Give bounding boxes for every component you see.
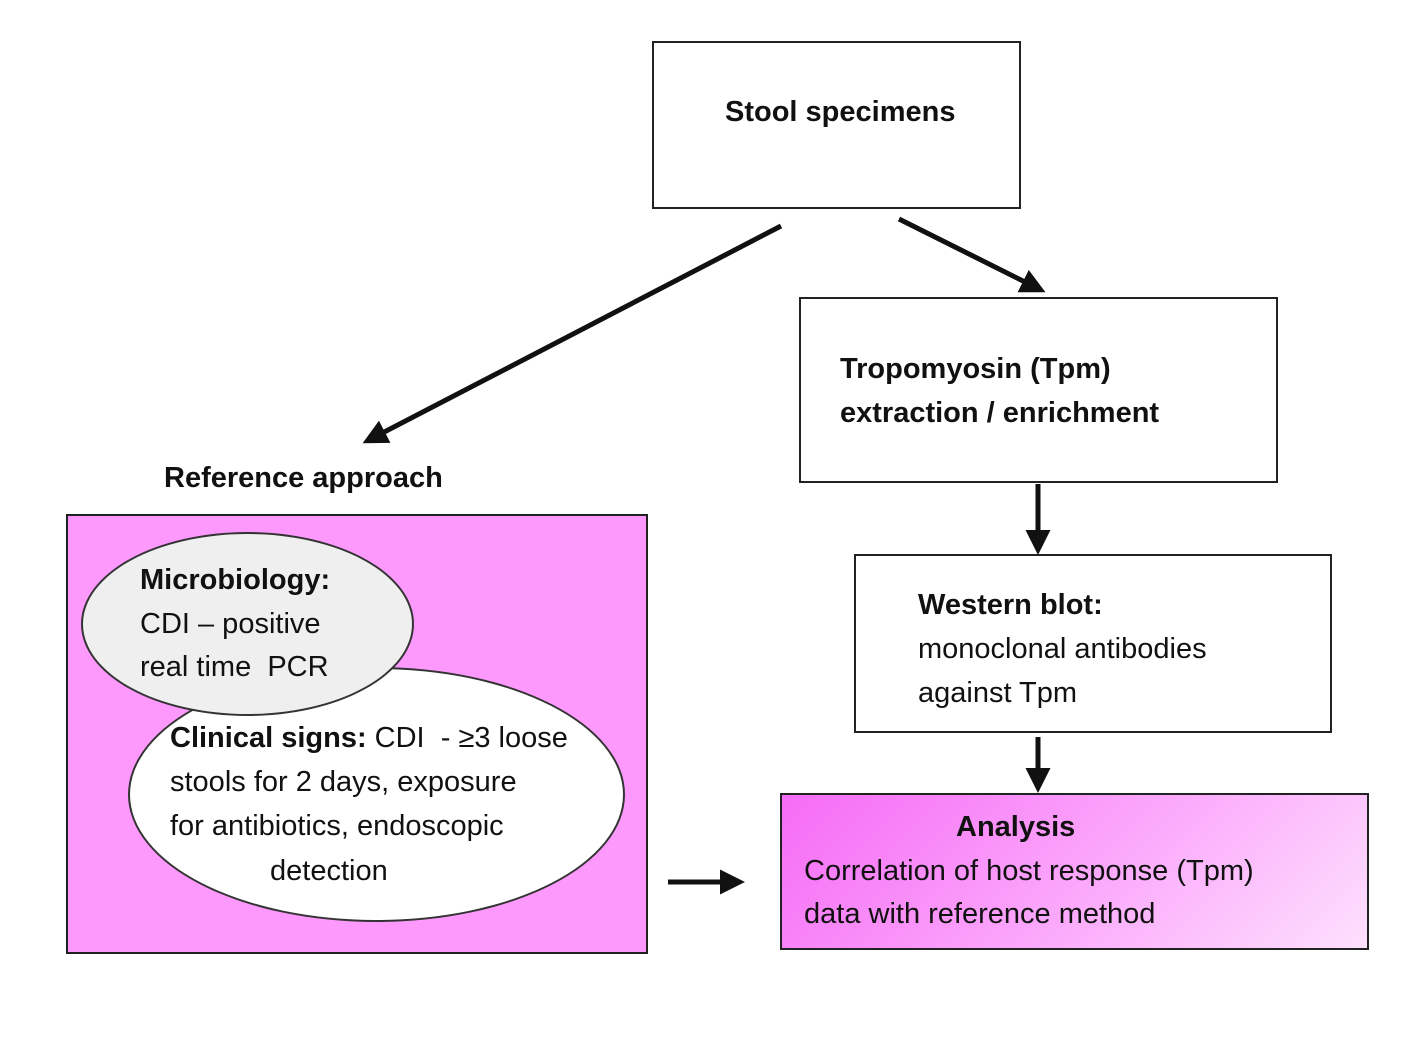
clinical-signs-title: Clinical signs: (170, 722, 367, 754)
microbiology-title: Microbiology: (140, 564, 331, 596)
western-blot-box (854, 554, 1332, 733)
microbiology-ellipse (81, 532, 414, 716)
western-blot-line1: monoclonal antibodies (918, 633, 1207, 665)
analysis-box (780, 793, 1369, 950)
tpm-extraction-box (799, 297, 1278, 483)
tpm-line1: Tropomyosin (Tpm) (840, 353, 1111, 385)
microbiology-line2: real time PCR (140, 651, 329, 683)
tpm-line2: extraction / enrichment (840, 397, 1160, 429)
analysis-title: Analysis (956, 811, 1076, 843)
stool-specimens-label: Stool specimens (725, 96, 956, 128)
western-blot-title: Western blot: (918, 589, 1103, 621)
stool-specimens-box (652, 41, 1021, 209)
clinical-signs-line4: detection (270, 855, 388, 887)
western-blot-line2: against Tpm (918, 677, 1078, 709)
clinical-signs-line3: for antibiotics, endoscopic (170, 810, 504, 842)
analysis-line2: data with reference method (804, 898, 1156, 930)
clinical-signs-line2: stools for 2 days, exposure (170, 766, 517, 798)
microbiology-line1: CDI – positive (140, 608, 321, 640)
arrow-to-tpm (897, 216, 1046, 293)
reference-approach-heading: Reference approach (164, 462, 443, 494)
arrow-to-reference (362, 223, 783, 444)
analysis-line1: Correlation of host response (Tpm) (804, 855, 1254, 887)
clinical-signs-line1-rest: CDI - ≥3 loose (366, 722, 568, 754)
clinical-signs-line1: Clinical signs: CDI - ≥3 loose (170, 716, 568, 760)
